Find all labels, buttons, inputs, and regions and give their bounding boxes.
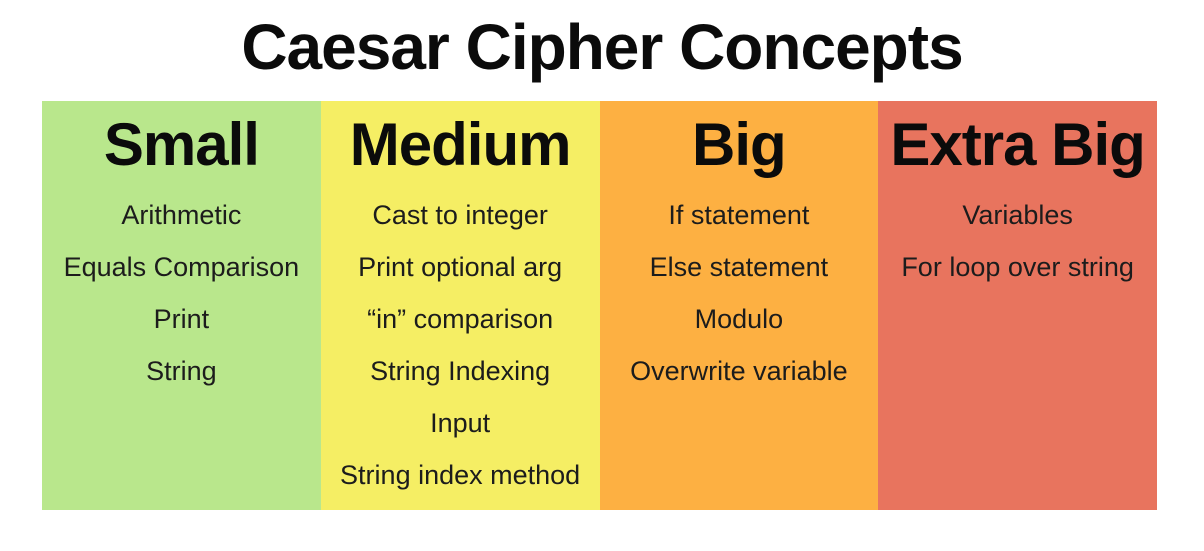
column-title-big: Big bbox=[692, 111, 787, 178]
list-item: Variables bbox=[962, 200, 1073, 230]
list-item: “in” comparison bbox=[367, 304, 554, 334]
list-item: For loop over string bbox=[901, 252, 1134, 282]
concept-list-big: If statement Else statement Modulo Overw… bbox=[600, 189, 879, 397]
column-title-extra-big: Extra Big bbox=[890, 111, 1145, 178]
list-item: Overwrite variable bbox=[630, 356, 848, 386]
concept-list-small: Arithmetic Equals Comparison Print Strin… bbox=[42, 189, 321, 397]
list-item: Cast to integer bbox=[372, 200, 548, 230]
category-column-extra-big: Extra Big Variables For loop over string bbox=[878, 101, 1157, 510]
category-columns-container: Small Arithmetic Equals Comparison Print… bbox=[42, 101, 1157, 510]
page-title: Caesar Cipher Concepts bbox=[241, 11, 963, 83]
concept-list-extra-big: Variables For loop over string bbox=[878, 189, 1157, 293]
concept-list-medium: Cast to integer Print optional arg “in” … bbox=[321, 189, 600, 501]
list-item: Input bbox=[430, 408, 491, 438]
category-column-big: Big If statement Else statement Modulo O… bbox=[599, 101, 879, 510]
list-item: String Indexing bbox=[370, 356, 551, 386]
category-column-small: Small Arithmetic Equals Comparison Print… bbox=[42, 101, 321, 510]
category-column-medium: Medium Cast to integer Print optional ar… bbox=[320, 101, 600, 510]
list-item: Print bbox=[153, 304, 210, 334]
list-item: If statement bbox=[668, 200, 810, 230]
list-item: Arithmetic bbox=[121, 200, 242, 230]
list-item: Else statement bbox=[649, 252, 829, 282]
column-title-small: Small bbox=[103, 111, 260, 178]
list-item: Modulo bbox=[694, 304, 784, 334]
column-title-medium: Medium bbox=[349, 111, 572, 178]
list-item: String bbox=[146, 356, 217, 386]
list-item: String index method bbox=[340, 460, 581, 490]
list-item: Print optional arg bbox=[358, 252, 563, 282]
list-item: Equals Comparison bbox=[63, 252, 300, 282]
